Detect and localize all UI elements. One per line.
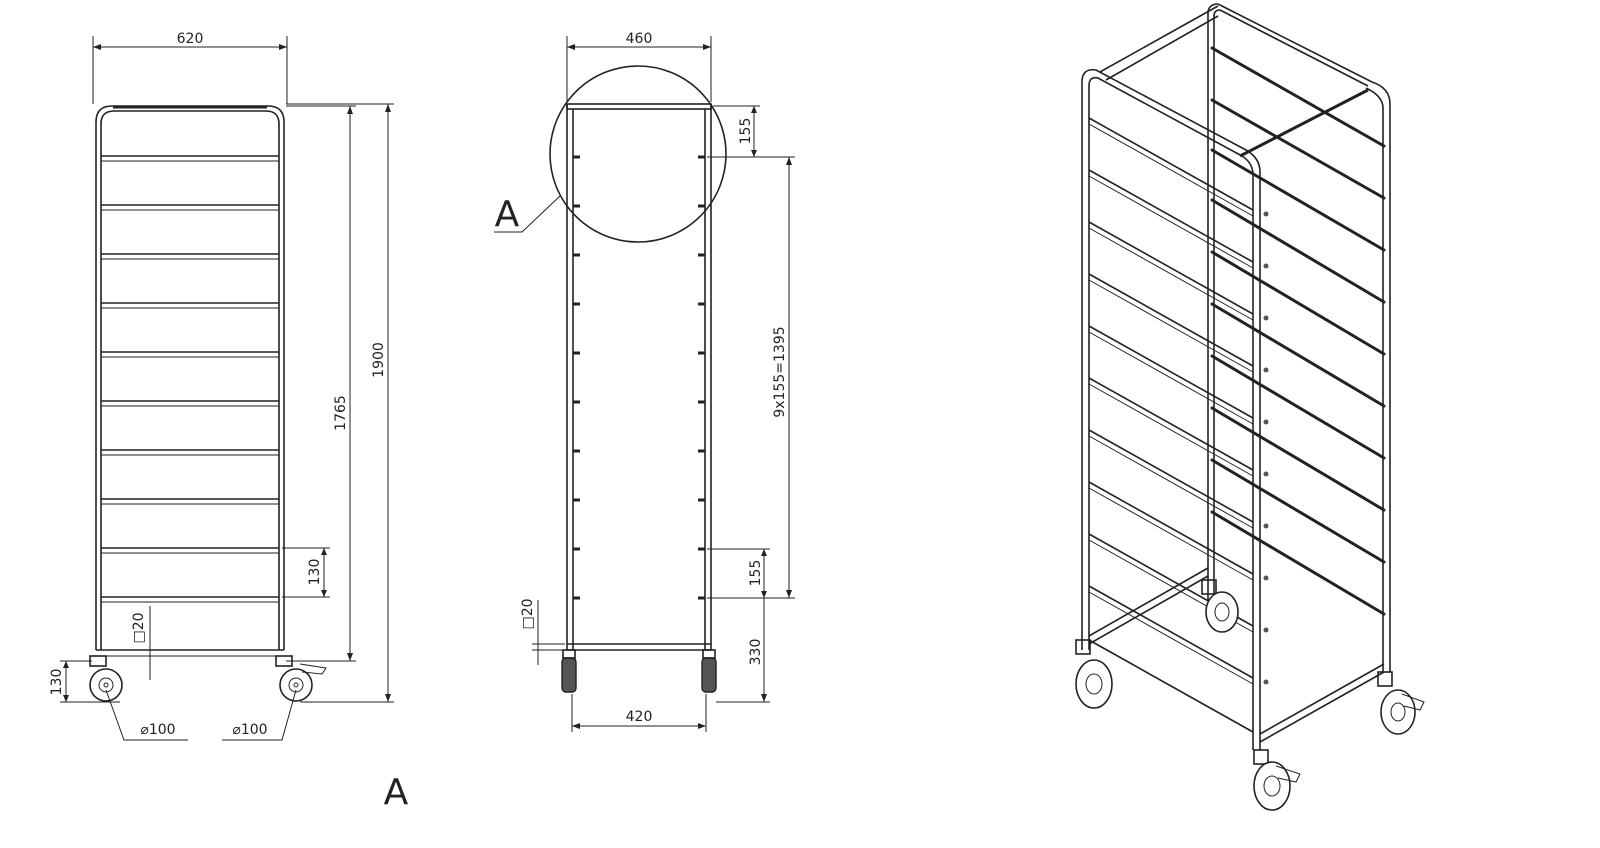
iso-right-rails [1210, 46, 1386, 616]
dim-height-1765: 1765 [333, 395, 349, 431]
side-left-caster [561, 649, 577, 693]
front-frame-outer [95, 105, 285, 650]
iso-front-frame [1081, 68, 1261, 750]
detail-caption-a: A [384, 772, 409, 813]
front-frame-inner [100, 110, 280, 650]
front-left-caster [89, 655, 123, 702]
dim-width-620: 620 [177, 31, 204, 47]
side-view: A 460 155 9x155=1395 155 330 [494, 31, 795, 732]
iso-caster-front-right [1253, 749, 1301, 811]
detail-marker-a: A [495, 194, 520, 235]
dim-height-1900: 1900 [371, 342, 387, 378]
iso-back-frame [1207, 3, 1391, 672]
iso-caster-front-left [1075, 639, 1113, 709]
dim-height-330: 330 [748, 639, 764, 666]
dim-side-tube-20: □20 [520, 598, 536, 629]
iso-caster-right [1377, 671, 1425, 735]
iso-caster-back [1201, 579, 1239, 633]
dim-pitch-130: 130 [307, 559, 323, 586]
dim-width-460: 460 [626, 31, 653, 47]
dim-bottom-155: 155 [748, 560, 764, 587]
detail-circle-a [549, 65, 727, 243]
front-shelves [96, 155, 284, 657]
dim-rails-1395: 9x155=1395 [772, 326, 788, 417]
iso-base [1088, 567, 1385, 743]
dim-base-420: 420 [626, 709, 653, 725]
dim-top-155: 155 [738, 118, 754, 145]
dim-bottom-130: 130 [49, 669, 65, 696]
dim-wheel-left: ⌀100 [140, 722, 175, 738]
dim-tube-20: □20 [131, 612, 147, 643]
front-view: 620 1765 1900 130 □20 130 [49, 31, 394, 741]
side-right-caster [701, 649, 717, 693]
side-rail-stubs [573, 155, 705, 600]
front-right-caster [275, 655, 327, 702]
iso-bolts [1263, 211, 1269, 685]
dim-wheel-right: ⌀100 [232, 722, 267, 738]
isometric-view [1075, 3, 1425, 811]
iso-left-rails [1088, 117, 1254, 685]
